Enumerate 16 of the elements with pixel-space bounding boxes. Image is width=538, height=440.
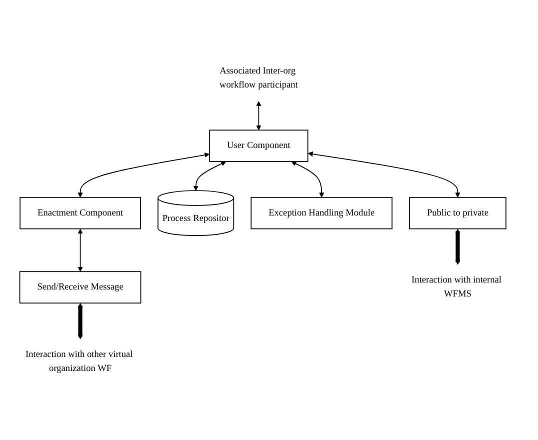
- arrow: [78, 302, 83, 340]
- node-box: Exception Handling Module: [250, 196, 392, 230]
- node-text: Interaction with other virtual organization WF: [25, 350, 133, 374]
- arrow: [78, 152, 210, 198]
- arrow: [256, 100, 262, 130]
- arrow: [78, 228, 83, 272]
- node-box: Enactment Component: [20, 196, 141, 230]
- arrow: [455, 228, 460, 265]
- node-text: Associated Inter-org workflow participant: [220, 66, 298, 90]
- node-box: User Component: [209, 130, 308, 162]
- node-box: Send/Receive Message: [19, 271, 142, 304]
- node-text: Interaction with internal WFMS: [412, 275, 502, 299]
- arrow: [308, 151, 460, 198]
- arrow: [291, 161, 324, 198]
- node-box: Public to private: [409, 196, 506, 230]
- arrow: [193, 161, 226, 191]
